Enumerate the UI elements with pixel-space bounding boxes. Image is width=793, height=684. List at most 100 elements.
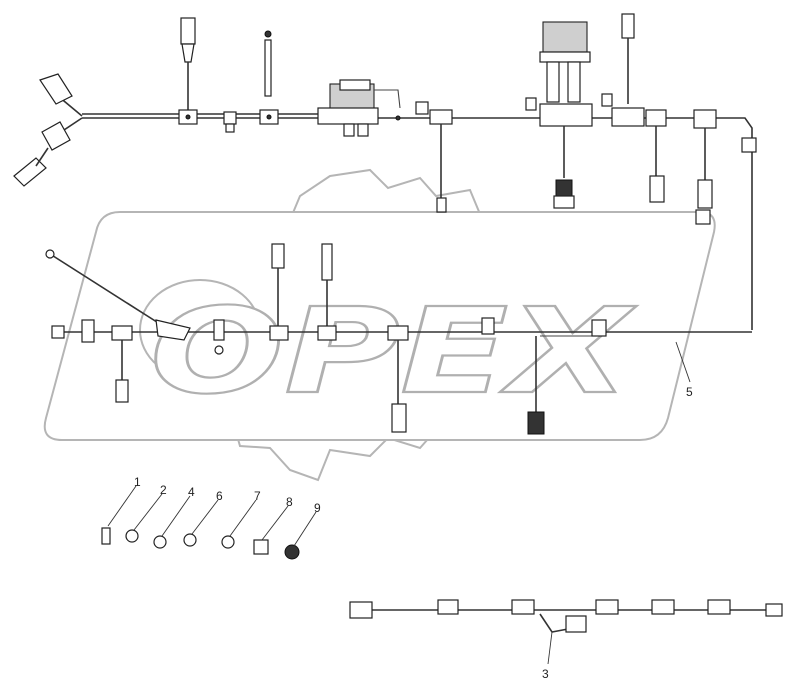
clip-3: [525, 97, 537, 111]
fuse-block: [317, 107, 379, 125]
fuse-plug-b: [357, 123, 369, 137]
main-harness-lower: [45, 243, 752, 435]
connector-8-tail: [695, 209, 711, 225]
connector-8: [697, 179, 713, 209]
tee-lower-2: [269, 325, 289, 341]
tee-junction-3: [429, 109, 453, 125]
leader-6: [191, 499, 219, 535]
relay-module-cover: [339, 79, 371, 91]
left-connector-bottom: [13, 157, 47, 187]
tee-lower-4: [387, 325, 409, 341]
ground-ring: [45, 249, 55, 259]
connector-7: [649, 175, 665, 203]
ground-terminal: [155, 319, 191, 341]
part-7-grommet: [221, 535, 235, 549]
tee-lower-1: [111, 325, 133, 341]
lower-left-plug: [51, 325, 65, 339]
relay-module-loop: [374, 89, 401, 109]
right-clip: [741, 137, 757, 153]
leader-1: [107, 485, 137, 527]
junction-6: [611, 107, 645, 127]
leader-4: [161, 495, 191, 537]
watermark-inner-ring: [139, 279, 261, 381]
connector-lower-1: [115, 379, 129, 403]
leader-3: [547, 631, 553, 665]
clip-lower-1-ring: [214, 345, 224, 355]
connector-lower-up-1: [271, 243, 285, 269]
actuator-connector-cap: [553, 195, 575, 209]
tee-junction-1-dot: [185, 114, 191, 120]
leader-9: [293, 511, 317, 547]
watermark-text: OPEX: [150, 282, 637, 420]
callout-6: 6: [216, 489, 223, 503]
actuator-leg-left: [546, 61, 560, 103]
connector-lower-5: [527, 411, 545, 435]
clip-1-tab: [225, 123, 235, 133]
part-8-plug: [253, 539, 269, 555]
clip-1: [223, 111, 237, 125]
main-harness-upper: [13, 13, 757, 330]
sub-harness-right-plug: [765, 603, 783, 617]
part-4-grommet: [153, 535, 167, 549]
callout-3: 3: [542, 667, 549, 681]
lower-left-connector: [81, 319, 95, 343]
clip-4: [601, 93, 613, 107]
paddle-connector-1-neck: [181, 43, 195, 63]
left-lower-wire: [35, 147, 49, 167]
leader-7: [229, 499, 257, 537]
connector-lower-4: [391, 403, 407, 433]
clip-lower-3: [591, 319, 607, 337]
fuse-plug-a: [343, 123, 355, 137]
clip-2: [415, 101, 429, 115]
connector-3: [436, 197, 447, 213]
actuator-head: [542, 21, 588, 53]
watermark-logo: OPEX: [43, 168, 716, 482]
actuator-junction: [539, 103, 593, 127]
callout-labels: 1 2 4 6 7 8 9 5 3: [134, 385, 693, 681]
ground-strap-wire: [49, 253, 161, 325]
callout-1: 1: [134, 475, 141, 489]
sub-node-2: [511, 599, 535, 615]
left-connector-mid: [41, 121, 71, 151]
junction-7: [645, 109, 667, 127]
sub-harness-left-plug: [349, 601, 373, 619]
tee-lower-3: [317, 325, 337, 341]
leader-8: [261, 505, 289, 541]
sub-node-4: [651, 599, 675, 615]
part-9-cap: [284, 544, 300, 560]
sub-node-3: [595, 599, 619, 615]
paddle-connector-1: [180, 17, 196, 45]
junction-8: [693, 109, 717, 129]
callout-4: 4: [188, 485, 195, 499]
fuse-block-dot: [395, 115, 401, 121]
probe-tip-2: [264, 30, 272, 38]
part-1-bulb: [101, 527, 111, 545]
sub-harness-3: [349, 599, 783, 665]
part-6-grommet: [183, 533, 197, 547]
part-2-grommet: [125, 529, 139, 543]
sensor-body-2: [264, 39, 272, 97]
actuator-base: [539, 51, 591, 63]
callout-2: 2: [160, 483, 167, 497]
upper-trunk-wire: [82, 117, 753, 330]
callout-7: 7: [254, 489, 261, 503]
left-connector-top: [39, 73, 73, 105]
callout-5: 5: [686, 385, 693, 399]
watermark-frame: [43, 211, 716, 441]
connector-lower-up-2: [321, 243, 333, 281]
sub-node-5: [707, 599, 731, 615]
clip-lower-2: [481, 317, 495, 335]
loose-parts: [101, 485, 317, 560]
sub-branch-connector: [565, 615, 587, 633]
callout-8: 8: [286, 495, 293, 509]
top-connector-6: [621, 13, 635, 39]
leader-5: [675, 341, 691, 383]
leader-2: [133, 493, 163, 531]
actuator-leg-right: [567, 61, 581, 103]
tee-junction-2-dot: [266, 114, 272, 120]
sub-node-1: [437, 599, 459, 615]
clip-lower-1: [213, 319, 225, 341]
callout-9: 9: [314, 501, 321, 515]
